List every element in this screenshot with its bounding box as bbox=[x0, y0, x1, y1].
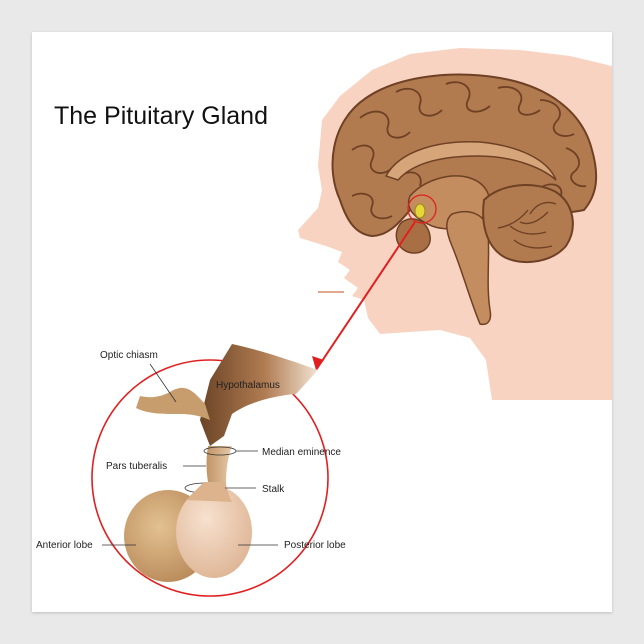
temporal-lobe bbox=[395, 218, 431, 254]
cerebellum-arbor bbox=[497, 201, 557, 249]
stalk-connect bbox=[186, 482, 232, 502]
poster-title: The Pituitary Gland bbox=[54, 102, 268, 130]
label-median-eminence: Median eminence bbox=[262, 447, 341, 458]
label-pars-tuberalis: Pars tuberalis bbox=[106, 461, 167, 472]
label-optic-chiasm: Optic chiasm bbox=[100, 350, 158, 361]
hypothalamus-shape bbox=[200, 344, 318, 446]
leader-lines bbox=[102, 363, 278, 546]
label-posterior-lobe: Posterior lobe bbox=[284, 540, 346, 551]
label-hypothalamus: Hypothalamus bbox=[216, 380, 280, 391]
optic-chiasm-shape bbox=[136, 387, 210, 420]
brain-pituitary-highlight bbox=[414, 203, 426, 219]
label-anterior-lobe: Anterior lobe bbox=[36, 540, 93, 551]
brain-highlight-circle bbox=[407, 194, 437, 224]
cerebrum-gyri bbox=[351, 81, 587, 220]
posterior-lobe-shape bbox=[176, 486, 252, 578]
label-stalk: Stalk bbox=[262, 484, 285, 495]
pointer-line bbox=[312, 221, 416, 371]
corpus-callosum bbox=[384, 141, 557, 181]
